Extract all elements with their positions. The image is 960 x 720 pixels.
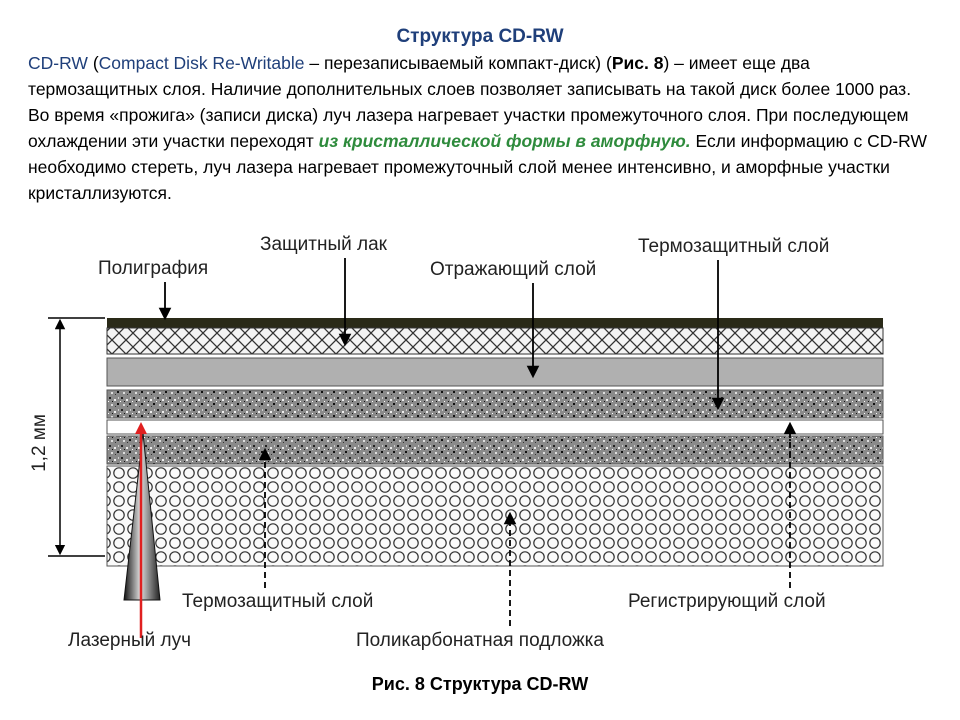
paragraph-1: CD-RW (Compact Disk Re-Writable – переза…: [28, 50, 933, 102]
term-full-name: Compact Disk Re-Writable: [98, 53, 305, 73]
label-laser: Лазерный луч: [68, 630, 191, 651]
thickness-label: 1,2 мм: [29, 414, 50, 472]
label-thermo-bottom: Термозащитный слой: [182, 591, 373, 612]
paren-open: (: [87, 53, 99, 73]
label-reflective: Отражающий слой: [430, 259, 596, 280]
cdrw-structure-diagram: 1,2 мм Полиграфия Защитный лак Отражающи…: [29, 234, 884, 651]
paragraph-1-rest: ) – имеет еще два термозащитных слоя. На…: [28, 53, 912, 99]
page-title: Структура CD-RW: [396, 26, 564, 47]
paragraph-2-highlight: из кристаллической формы в аморфную.: [318, 131, 691, 151]
printing-layer: [107, 318, 883, 328]
term-definition: – перезаписываемый компакт-диск) (: [304, 53, 612, 73]
paragraph-2-before: Во время «прожига» (записи диска) луч ла…: [28, 105, 909, 151]
label-substrate: Поликарбонатная подложка: [356, 630, 604, 651]
label-thermo-top: Термозащитный слой: [638, 236, 829, 257]
label-recording: Регистрирующий слой: [628, 591, 826, 612]
figure-reference: Рис. 8: [611, 53, 664, 73]
reflective-layer: [106, 357, 884, 387]
term-cdrw: CD-RW: [28, 53, 88, 73]
thermo-top-layer: [106, 389, 884, 419]
paragraph-2-after: Если информацию с CD-RW необходимо стере…: [28, 131, 928, 203]
figure-caption: Рис. 8 Структура CD-RW: [371, 674, 589, 694]
label-printing: Полиграфия: [98, 258, 208, 279]
substrate-layer: [106, 465, 884, 567]
lacquer-layer: [106, 327, 884, 355]
recording-layer: [106, 419, 884, 435]
description-text: CD-RW (Compact Disk Re-Writable – переза…: [28, 50, 933, 206]
laser-beam-arrowhead: [135, 422, 147, 434]
label-lacquer: Защитный лак: [260, 234, 388, 255]
thermo-bottom-layer: [106, 435, 884, 465]
paragraph-2: Во время «прожига» (записи диска) луч ла…: [28, 102, 933, 206]
